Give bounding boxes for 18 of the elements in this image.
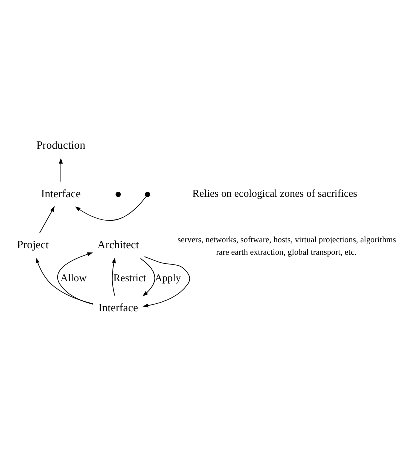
arrow [142,256,190,308]
arrow [75,196,147,220]
node-text: Interface [98,302,138,314]
arrow [58,252,94,304]
node-text: Interface [41,188,81,200]
node-text: Architect [98,239,140,252]
arrow [36,257,94,304]
legend-label: Relies on ecological zones of sacrifices [192,188,358,200]
edge-label: Restrict [114,272,146,284]
node-text: Project [17,239,49,252]
edge-label: Apply [155,272,182,284]
node-circle [145,192,150,197]
node-text: Production [36,140,86,152]
arrow [112,257,116,296]
arrow [40,206,55,234]
arrow [140,258,156,296]
arrow [59,158,64,182]
edge-label: Allow [60,272,87,284]
